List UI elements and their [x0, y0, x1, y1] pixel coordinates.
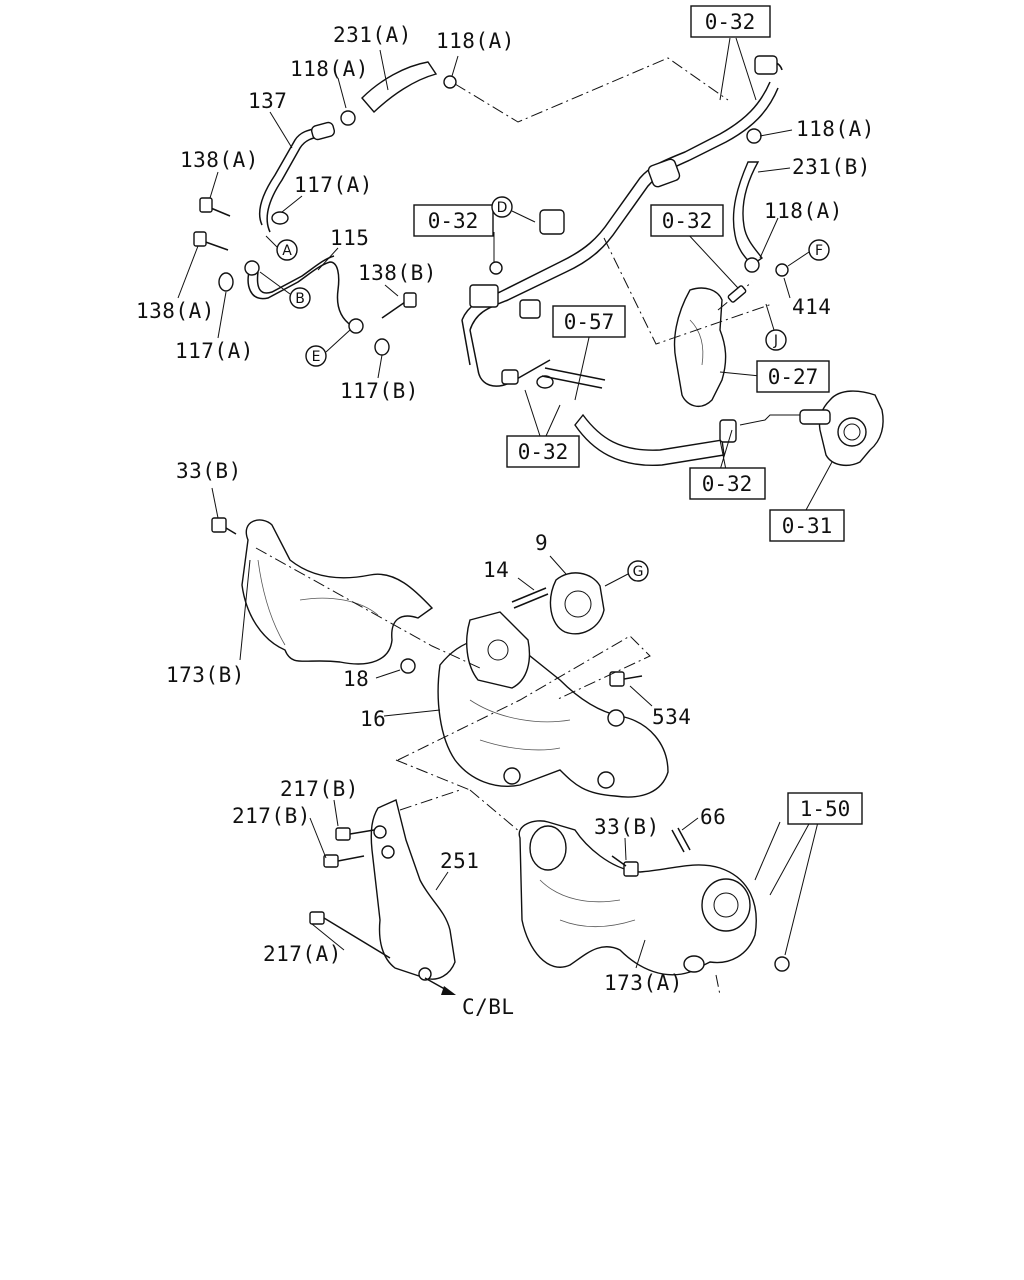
hose-0-57: [541, 367, 606, 389]
callout-138b: 138(B): [358, 261, 437, 285]
marker-a: A: [276, 239, 298, 261]
thermostat-housing: [799, 390, 884, 467]
callout-173b: 173(B): [166, 663, 245, 687]
pipe-115: [244, 255, 364, 334]
gasket-9: [549, 572, 605, 635]
callout-118a-2: 118(A): [290, 57, 369, 81]
ref-box-032-top: 0-32: [690, 5, 771, 38]
washers-117: [218, 211, 390, 356]
callout-137: 137: [248, 89, 287, 113]
front-pipe-173a: [518, 820, 757, 976]
svg-text:0-31: 0-31: [782, 514, 833, 538]
marker-b: B: [289, 287, 311, 309]
reference-boxes: 0-32 0-32 0-32 0-57 0-27 0-32 0-32 0-31: [413, 5, 863, 825]
pipe-lower-branch: [461, 209, 565, 389]
svg-text:0-32: 0-32: [518, 440, 569, 464]
marker-e: E: [305, 345, 327, 367]
svg-text:F: F: [815, 243, 823, 259]
stud-66: [671, 827, 691, 853]
hose-231b: [732, 128, 763, 273]
callout-9: 9: [535, 531, 548, 555]
ref-box-150: 1-50: [787, 792, 863, 825]
callout-117b: 117(B): [340, 379, 419, 403]
svg-text:E: E: [312, 349, 321, 365]
heat-shield-0-27: [673, 287, 727, 408]
water-pipe-main: [461, 55, 783, 331]
bolt-534: [609, 671, 643, 687]
callout-118a-1: 118(A): [436, 29, 515, 53]
bolts-138: [193, 197, 417, 319]
bottom-hose: [574, 413, 800, 467]
svg-text:0-32: 0-32: [662, 209, 713, 233]
svg-text:A: A: [282, 243, 292, 259]
pipe-137: [258, 121, 336, 233]
marker-j: J: [765, 329, 787, 351]
svg-text:0-27: 0-27: [768, 365, 819, 389]
callout-138a-1: 138(A): [180, 148, 259, 172]
nut-414: [775, 263, 789, 277]
callout-217b-1: 217(B): [280, 777, 359, 801]
ref-box-032-mid: 0-32: [650, 204, 724, 237]
svg-text:0-32: 0-32: [705, 10, 756, 34]
bolts-217: [309, 827, 391, 959]
callout-115: 115: [330, 226, 369, 250]
marker-d: D: [491, 196, 513, 218]
ref-box-057: 0-57: [552, 305, 626, 338]
exhaust-manifold-16: [437, 611, 669, 798]
connection-markers: A B D E F G J: [276, 196, 830, 582]
ref-box-032-bottom-left: 0-32: [506, 435, 580, 468]
ref-box-031: 0-31: [769, 509, 845, 542]
cbl-arrow: [424, 977, 456, 995]
ref-box-032-bottom-right: 0-32: [689, 467, 766, 500]
bolt-33b-lower: [611, 855, 639, 877]
marker-connectors: [259, 210, 810, 587]
svg-text:J: J: [773, 333, 778, 349]
callout-117a-2: 117(A): [175, 339, 254, 363]
callout-18: 18: [343, 667, 369, 691]
alignment-lines: [255, 57, 773, 996]
callout-534: 534: [652, 705, 691, 729]
callout-217b-2: 217(B): [232, 804, 311, 828]
callout-173a: 173(A): [604, 971, 683, 995]
ref-box-027: 0-27: [756, 360, 830, 393]
callout-66: 66: [700, 805, 726, 829]
callout-33b-1: 33(B): [176, 459, 242, 483]
callout-231b: 231(B): [792, 155, 871, 179]
svg-text:0-32: 0-32: [702, 472, 753, 496]
callout-labels: 231(A) 118(A) 118(A) 137 138(A) 117(A) 1…: [136, 23, 875, 1019]
stud-14: [511, 587, 549, 609]
heat-shield-173b: [241, 519, 434, 665]
callout-33b-2: 33(B): [594, 815, 660, 839]
nut-1-50: [774, 956, 790, 972]
callout-217a: 217(A): [263, 942, 342, 966]
svg-text:B: B: [295, 291, 305, 307]
callout-251: 251: [440, 849, 479, 873]
nut-18: [400, 658, 416, 674]
svg-text:0-32: 0-32: [428, 209, 479, 233]
hose-231a: [361, 61, 438, 114]
callout-138a-2: 138(A): [136, 299, 215, 323]
callout-118a-4: 118(A): [764, 199, 843, 223]
bolt-33b-top: [211, 517, 237, 535]
svg-text:1-50: 1-50: [800, 797, 851, 821]
bracket-251: [370, 799, 456, 981]
callout-231a: 231(A): [333, 23, 412, 47]
callout-cbl: C/BL: [462, 995, 515, 1019]
svg-text:0-57: 0-57: [564, 310, 615, 334]
callout-414: 414: [792, 295, 831, 319]
marker-f: F: [808, 239, 830, 261]
nut-0-32-left: [489, 261, 503, 275]
stud-j: [717, 281, 753, 311]
leader-lines: [177, 37, 833, 969]
ref-box-032-left: 0-32: [413, 204, 494, 237]
callout-118a-3: 118(A): [796, 117, 875, 141]
callout-16: 16: [360, 707, 386, 731]
svg-text:D: D: [497, 200, 508, 216]
callout-14: 14: [483, 558, 509, 582]
clip-118a-upper: [340, 75, 457, 126]
marker-g: G: [627, 560, 649, 582]
callout-117a-1: 117(A): [294, 173, 373, 197]
svg-text:G: G: [633, 564, 644, 580]
